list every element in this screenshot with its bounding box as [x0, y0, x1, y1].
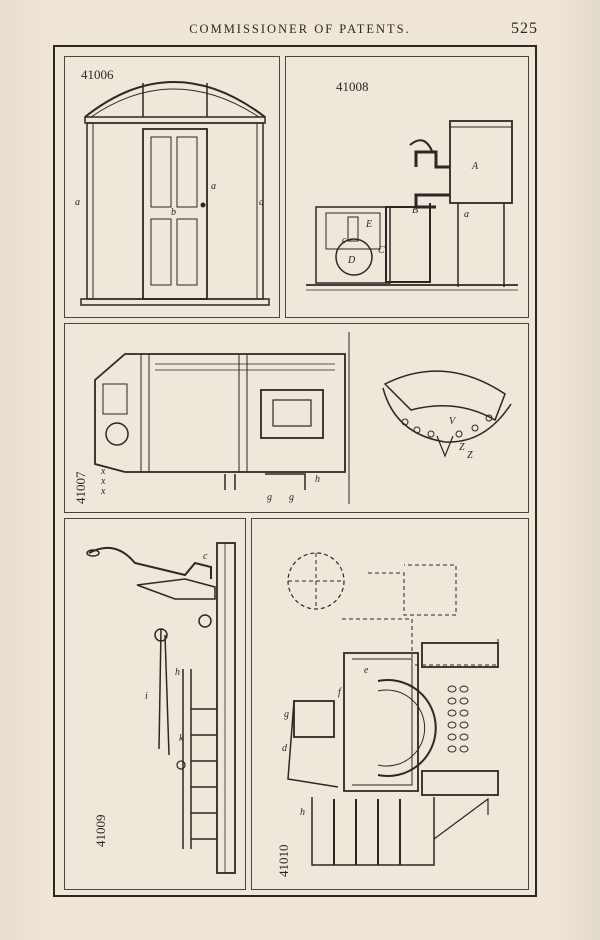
letter-V: V	[449, 416, 457, 427]
letter-B: B	[412, 205, 418, 216]
letter-d: d	[282, 743, 288, 754]
letter-f: f	[338, 687, 342, 698]
gas-fixture-illustration: c h i k	[86, 542, 236, 874]
letter-h: h	[300, 807, 305, 818]
tank-apparatus-illustration: A B C D E a c	[306, 120, 518, 291]
letter-i: i	[145, 691, 148, 702]
letter-a-left: a	[75, 197, 80, 208]
letter-a: a	[464, 209, 469, 220]
stove-illustration: x x x h g g V Z Z	[94, 332, 512, 504]
figure-panel-41010: 41010	[251, 518, 529, 890]
letter-a-right: a	[259, 197, 264, 208]
letter-E: E	[365, 219, 372, 230]
letter-D: D	[347, 255, 356, 266]
letter-b: b	[171, 207, 176, 218]
letter-g-2: g	[289, 492, 294, 503]
letter-c: c	[342, 235, 347, 246]
figure-number-41008: 41008	[336, 79, 369, 94]
running-header: COMMISSIONER OF PATENTS.	[189, 22, 411, 36]
letter-e: e	[364, 665, 369, 676]
figure-panel-41006: 41006 a a a b	[64, 56, 280, 318]
letter-Z-1: Z	[459, 442, 465, 453]
letter-x-1: x	[100, 466, 106, 477]
door-illustration: a a a b	[75, 81, 270, 306]
letter-h: h	[315, 474, 320, 485]
letter-c: c	[203, 551, 208, 562]
letter-k: k	[179, 733, 184, 744]
page-number: 525	[511, 20, 538, 37]
letter-Z-2: Z	[467, 450, 473, 461]
letter-x-3: x	[100, 486, 106, 497]
letter-h: h	[175, 667, 180, 678]
figure-panel-41009: 41009 c h i k	[64, 518, 246, 890]
figure-number-41006: 41006	[81, 67, 114, 82]
letter-g-1: g	[267, 492, 272, 503]
figure-panel-41007: 41007 x x x h g g	[64, 323, 529, 513]
letter-x-2: x	[100, 476, 106, 487]
plate-frame: 41006 a a a b 41008	[53, 45, 537, 897]
letter-C: C	[378, 245, 385, 256]
letter-g: g	[284, 709, 289, 720]
letter-A: A	[471, 161, 479, 172]
furnace-illustration: d f g e h	[282, 552, 499, 866]
figure-panel-41008: 41008 A B C D E a c	[285, 56, 529, 318]
letter-a-mid: a	[211, 181, 216, 192]
